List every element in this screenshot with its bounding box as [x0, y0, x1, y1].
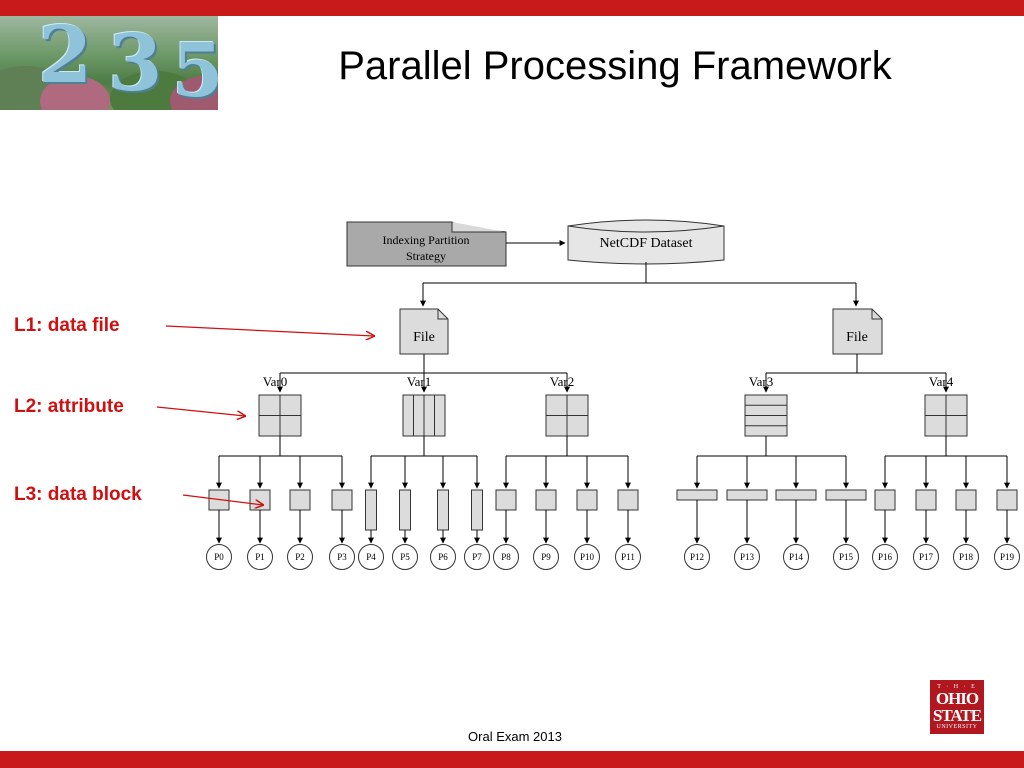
- processor-node: [247, 544, 273, 570]
- attribute-box: [258, 394, 302, 437]
- data-block: [471, 489, 483, 531]
- processor-label: P7: [472, 552, 482, 562]
- logo-the: T · H · E: [937, 684, 977, 690]
- processor-label: P10: [580, 552, 595, 562]
- file-box: [832, 308, 883, 355]
- l3-pointer-arrow: [182, 494, 263, 505]
- label-l1: L1: data file: [14, 315, 120, 336]
- processor-node: [913, 544, 939, 570]
- processor-label: P13: [740, 552, 755, 562]
- ohio-state-logo: T · H · E OHIO STATE UNIVERSITY: [930, 680, 984, 734]
- header-photo: 2 3 5: [0, 16, 218, 110]
- processor-label: P9: [541, 552, 551, 562]
- processor-node: [872, 544, 898, 570]
- dataset-cylinder: [567, 219, 725, 265]
- photo-digit: 2: [38, 16, 93, 101]
- processor-node: [430, 544, 456, 570]
- processor-label: P6: [438, 552, 448, 562]
- attribute-box: [402, 394, 446, 437]
- label-l3: L3: data block: [14, 484, 142, 505]
- data-block: [676, 489, 718, 501]
- file-label: File: [413, 330, 435, 345]
- processor-label: P4: [366, 552, 376, 562]
- processor-node: [953, 544, 979, 570]
- processor-node: [833, 544, 859, 570]
- data-block: [437, 489, 449, 531]
- data-block: [576, 489, 598, 511]
- processor-node: [615, 544, 641, 570]
- processor-label: P14: [789, 552, 804, 562]
- l2-pointer-arrow: [156, 406, 245, 416]
- processor-label: P18: [959, 552, 974, 562]
- data-block: [249, 489, 271, 511]
- processor-label: P17: [919, 552, 934, 562]
- processor-label: P19: [1000, 552, 1015, 562]
- file-box: [399, 308, 449, 355]
- attribute-box: [744, 394, 788, 437]
- var-label: Var1: [407, 374, 432, 389]
- file-label: File: [846, 330, 868, 345]
- processor-label: P0: [214, 552, 224, 562]
- data-block: [955, 489, 977, 511]
- processor-node: [358, 544, 384, 570]
- attribute-box: [545, 394, 589, 437]
- l1-pointer-arrow: [165, 325, 374, 336]
- processor-node: [329, 544, 355, 570]
- logo-ohio: OHIO: [935, 689, 979, 708]
- data-block: [915, 489, 937, 511]
- data-block: [617, 489, 639, 511]
- processor-label: P16: [878, 552, 893, 562]
- processor-label: P15: [839, 552, 854, 562]
- var-label: Var2: [550, 374, 575, 389]
- processor-node: [734, 544, 760, 570]
- strategy-label: Strategy: [406, 249, 446, 263]
- data-block: [775, 489, 817, 501]
- data-block: [535, 489, 557, 511]
- processor-node: [533, 544, 559, 570]
- top-accent-bar: [0, 0, 1024, 16]
- var-label: Var3: [749, 374, 774, 389]
- data-block: [996, 489, 1018, 511]
- processor-node: [684, 544, 710, 570]
- processor-node: [783, 544, 809, 570]
- processor-node: [206, 544, 232, 570]
- processor-node: [287, 544, 313, 570]
- processor-label: P11: [621, 552, 635, 562]
- data-block: [289, 489, 311, 511]
- processor-label: P3: [337, 552, 347, 562]
- data-block: [399, 489, 411, 531]
- strategy-label: Indexing Partition: [383, 233, 470, 247]
- processor-node: [464, 544, 490, 570]
- processor-label: P1: [255, 552, 265, 562]
- data-block: [825, 489, 867, 501]
- var-label: Var0: [263, 374, 288, 389]
- processor-label: P5: [400, 552, 410, 562]
- photo-digit: 3: [108, 18, 163, 109]
- processor-label: P8: [501, 552, 511, 562]
- label-l2: L2: attribute: [14, 396, 124, 417]
- page-title: Parallel Processing Framework: [338, 44, 892, 88]
- data-block: [365, 489, 377, 531]
- processor-node: [392, 544, 418, 570]
- dataset-label: NetCDF Dataset: [600, 236, 693, 251]
- processor-label: P2: [295, 552, 305, 562]
- processor-node: [994, 544, 1020, 570]
- data-block: [874, 489, 896, 511]
- data-block: [331, 489, 353, 511]
- processor-node: [574, 544, 600, 570]
- bottom-accent-bar: [0, 751, 1024, 768]
- processor-label: P12: [690, 552, 704, 562]
- data-block: [495, 489, 517, 511]
- photo-digit: 5: [172, 28, 218, 110]
- logo-university: UNIVERSITY: [936, 724, 978, 730]
- footer-text: Oral Exam 2013: [468, 729, 562, 744]
- data-block: [726, 489, 768, 501]
- logo-state: STATE: [932, 706, 982, 725]
- processor-node: [493, 544, 519, 570]
- attribute-box: [924, 394, 968, 437]
- var-label: Var4: [929, 374, 954, 389]
